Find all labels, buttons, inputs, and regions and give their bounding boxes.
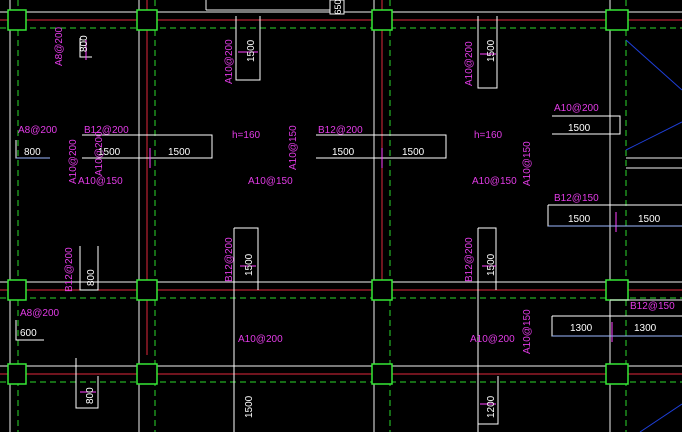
rebar-label-b12-v3: B12@200 <box>464 237 475 282</box>
dimension-underlines <box>16 157 682 337</box>
dimension-1500-h: 1500 <box>486 253 497 276</box>
rebar-label-b12-150-b: B12@150 <box>630 301 675 312</box>
rebar-label-h160-1: h=160 <box>232 130 261 141</box>
top-dimension-label: 650 <box>333 0 343 15</box>
rebar-label-b12-v1: B12@200 <box>64 247 75 292</box>
rebar-label-a10-150-4: A10@150 <box>472 176 517 187</box>
rebar-label-a8-left: A8@200 <box>18 125 58 136</box>
dimension-1500-right: 1500 <box>568 123 591 134</box>
rebar-annotation-extra: A10@150 <box>522 309 533 354</box>
dimension-800-top: 800 <box>79 35 90 52</box>
dimension-1200-bottom: 1200 <box>486 395 497 418</box>
columns <box>7 9 629 385</box>
rebar-label-a10-top2: A10@200 <box>464 41 475 86</box>
rebar-label-a10-150-side: A10@150 <box>522 141 533 186</box>
rebar-label-b12-mid: B12@200 <box>318 125 363 136</box>
dimension-1500-e: 1500 <box>568 214 591 225</box>
tick-marks <box>80 40 617 405</box>
dimension-values: 800 1500 1500 800 1500 1500 1500 1500 15… <box>20 35 661 418</box>
rebar-label-b12-v2: B12@200 <box>224 237 235 282</box>
rebar-label-a10-150-1: A10@150 <box>78 176 123 187</box>
rebar-label-a8-bl: A8@200 <box>20 308 60 319</box>
dimension-1500-top2: 1500 <box>486 39 497 62</box>
dimension-1500-bottom: 1500 <box>244 395 255 418</box>
rebar-label-a10-150-2: A10@150 <box>248 176 293 187</box>
dimension-1500-top1: 1500 <box>246 39 257 62</box>
dimension-1500-c: 1500 <box>332 147 355 158</box>
rebar-label-h160-2: h=160 <box>474 130 503 141</box>
rebar-label-a10-top1: A10@200 <box>224 39 235 84</box>
dimension-800-left: 800 <box>24 147 41 158</box>
top-dimension-box <box>329 0 345 15</box>
rebar-label-a10-v1: A10@200 <box>68 139 79 184</box>
dimension-800-v: 800 <box>86 269 97 286</box>
rebar-lines <box>15 16 682 432</box>
dimension-1500-b: 1500 <box>168 147 191 158</box>
diagonal-lines <box>625 39 682 432</box>
rebar-label-a10-mid2: A10@200 <box>470 334 515 345</box>
rebar-label-b12-left: B12@200 <box>84 125 129 136</box>
rebar-label-a10-right: A10@200 <box>554 103 599 114</box>
rebar-annotations: A8@200 A10@200 A10@200 A8@200 B12@200 h=… <box>18 26 675 345</box>
dimension-1500-a: 1500 <box>98 147 121 158</box>
dimension-1500-d: 1500 <box>402 147 425 158</box>
right-wall <box>610 157 682 301</box>
rebar-label-a10-150-3: A10@150 <box>288 125 299 170</box>
rebar-label-a8-top: A8@200 <box>54 26 65 66</box>
dimension-1500-f: 1500 <box>638 214 661 225</box>
rebar-label-a10-150-bottom: A10@150 <box>522 309 533 354</box>
dimension-1300-a: 1300 <box>570 323 593 334</box>
axis-lines <box>0 0 682 375</box>
rebar-label-a10-v2: A10@200 <box>94 131 105 176</box>
dimension-1500-g: 1500 <box>244 253 255 276</box>
dimension-600: 600 <box>20 328 37 339</box>
rebar-label-a10-mid1: A10@200 <box>238 334 283 345</box>
dimension-800-bottom: 800 <box>85 387 96 404</box>
dimension-1300-b: 1300 <box>634 323 657 334</box>
top-bracket <box>205 0 330 11</box>
rebar-label-b12-150: B12@150 <box>554 193 599 204</box>
